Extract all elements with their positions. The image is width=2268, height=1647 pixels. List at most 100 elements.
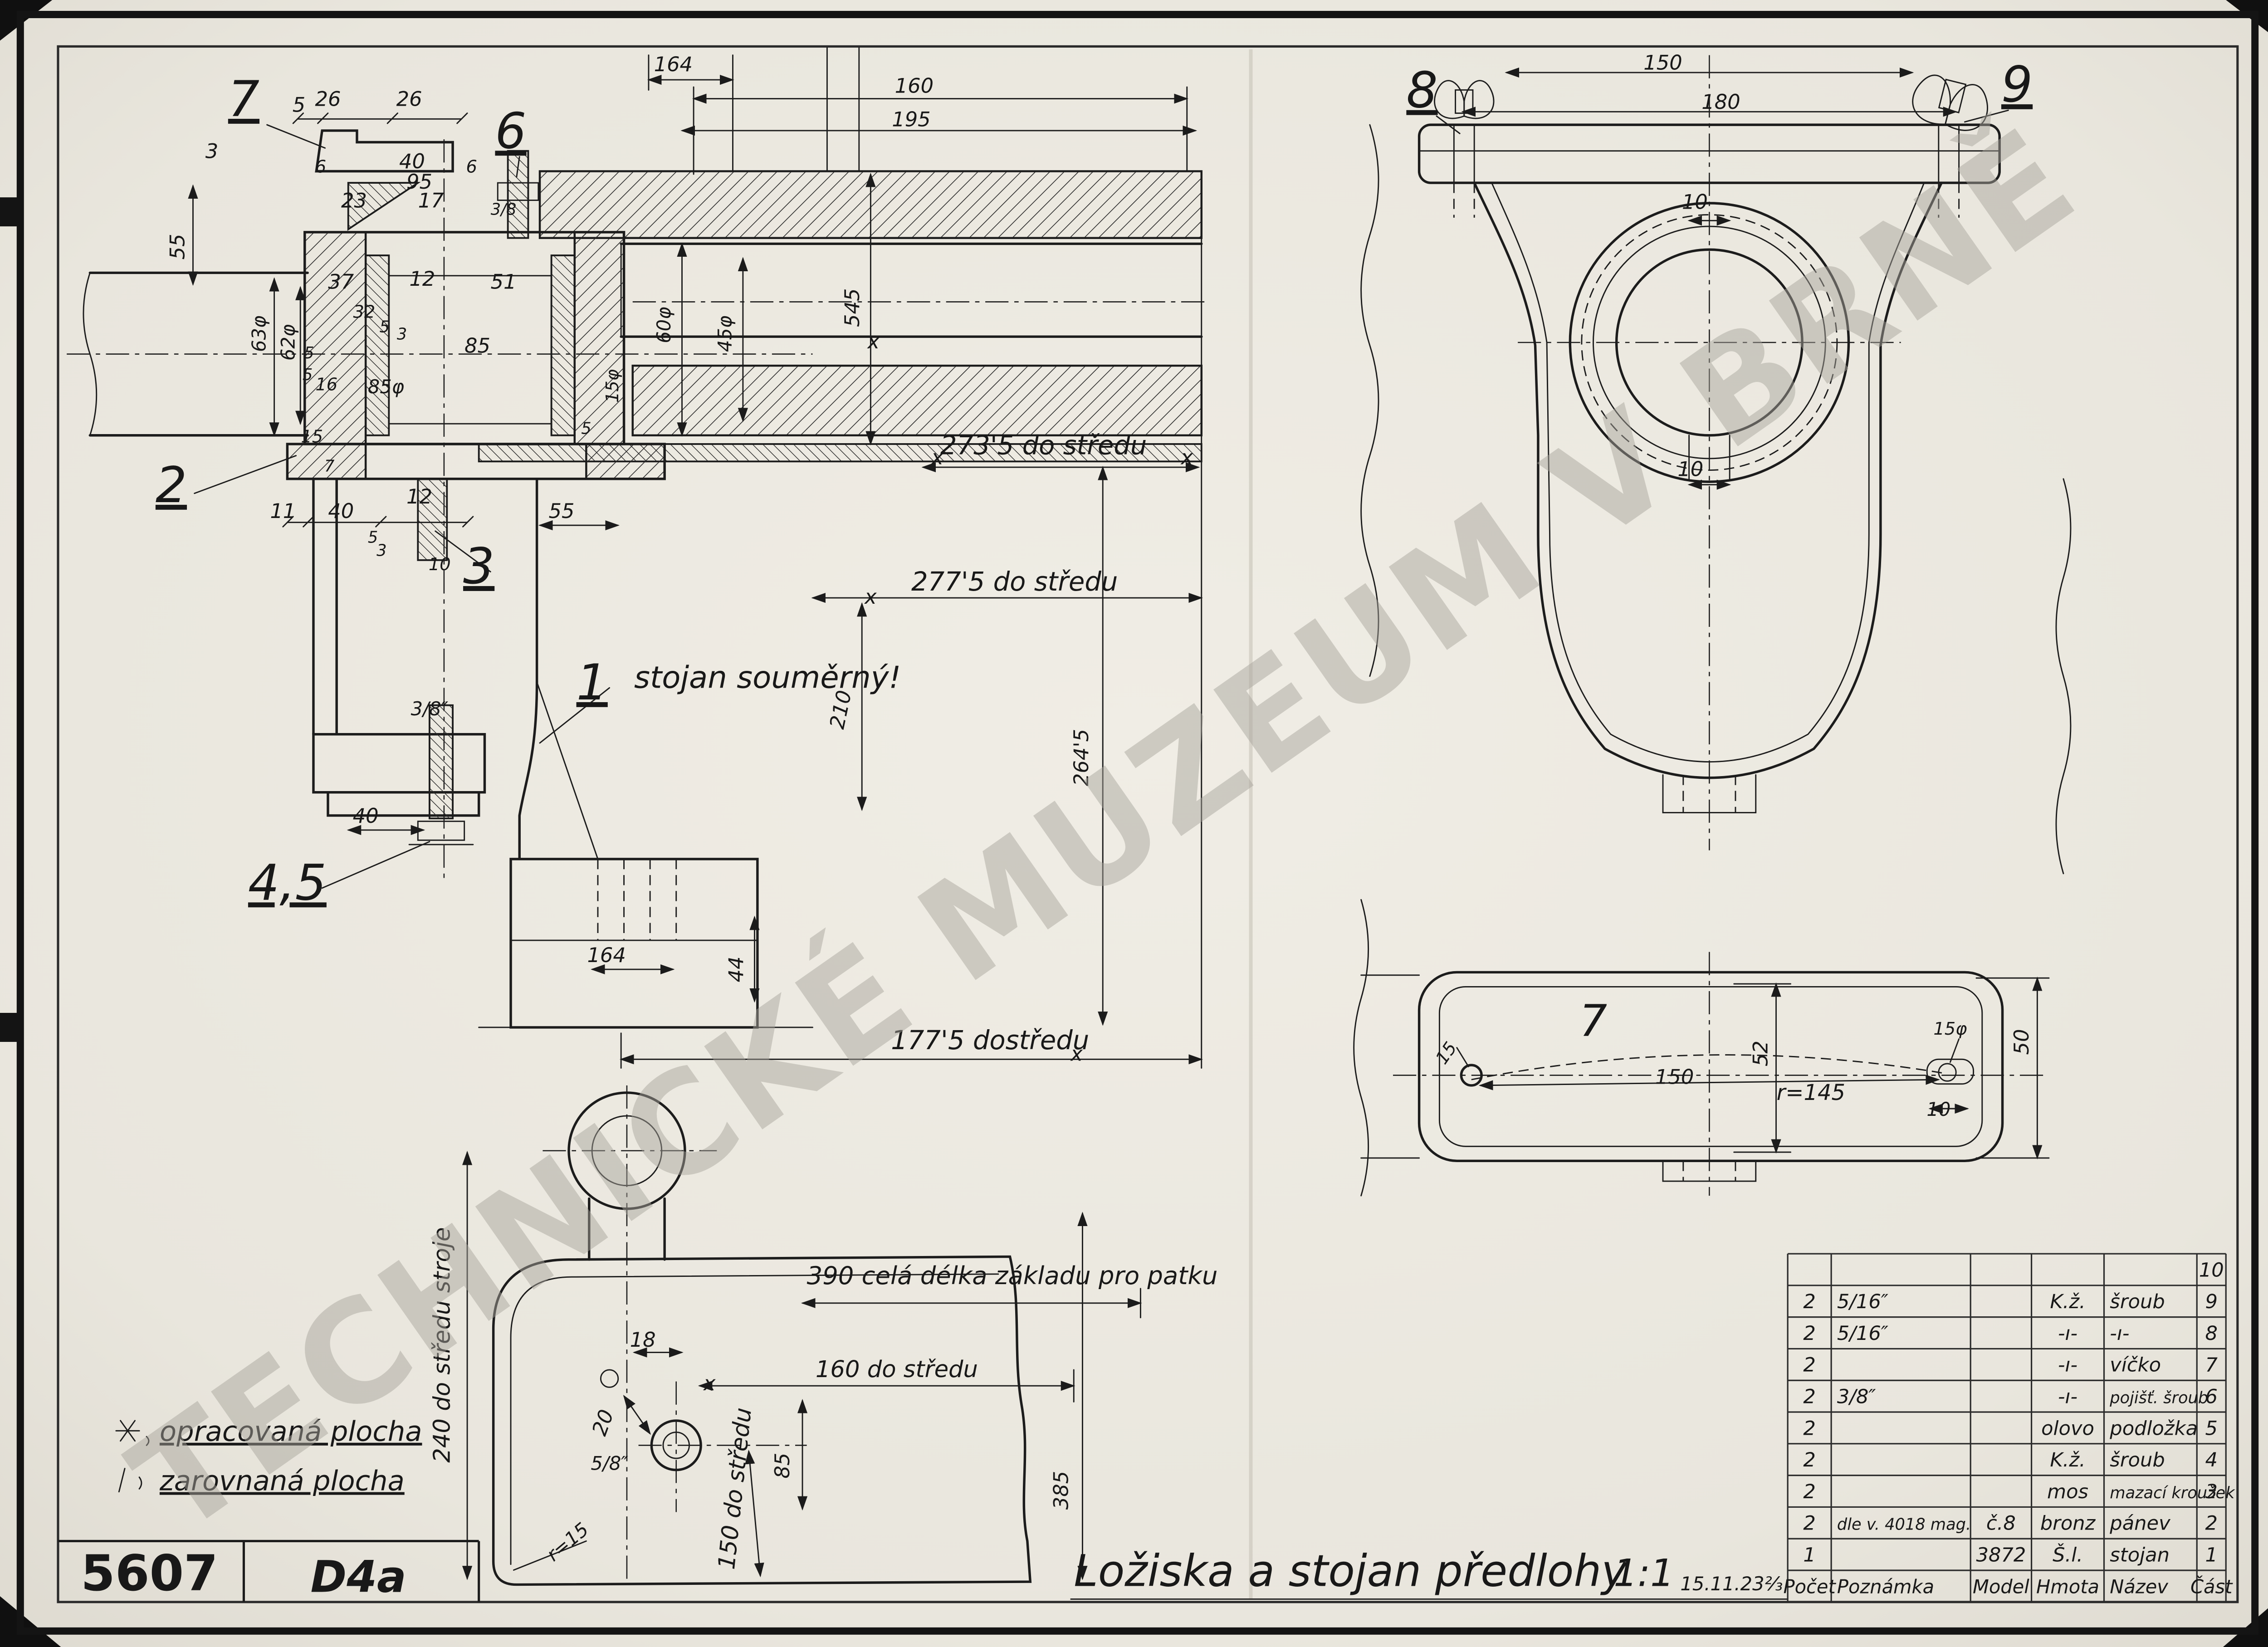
parts-table-cell: mos — [2047, 1481, 2088, 1503]
dimension-label: 5 — [380, 318, 390, 337]
dimension-label: 44 — [724, 957, 748, 982]
parts-table-cell: víčko — [2110, 1354, 2161, 1377]
dimension-label: 6 — [315, 157, 326, 177]
parts-table-cell: -ı- — [2058, 1354, 2077, 1377]
surface-mark: x — [1070, 1042, 1083, 1066]
dimension-label: 32 — [353, 302, 376, 323]
parts-table-cell: stojan — [2110, 1544, 2170, 1566]
parts-table-cell: šroub — [2110, 1449, 2165, 1471]
dimension-note: stojan souměrný! — [634, 660, 901, 695]
dimension-label: 150 — [1643, 51, 1682, 75]
parts-table-cell: 4 — [2205, 1449, 2218, 1471]
dimension-label: 7 — [324, 457, 335, 476]
dimension-label: 40 — [353, 804, 379, 828]
dimension-label: 85φ — [368, 376, 404, 398]
parts-table-cell: 7 — [2205, 1354, 2218, 1377]
dimension-note: 390 celá délka základu pro patku — [807, 1261, 1218, 1290]
parts-table-header: Poznámka — [1837, 1575, 1934, 1598]
part-callout: 6 — [495, 102, 526, 160]
part-callout: 8 — [1406, 62, 1437, 119]
dimension-label: 164 — [654, 52, 693, 76]
parts-table-cell: šroub — [2110, 1290, 2165, 1313]
dimension-label: 55 — [165, 234, 189, 259]
parts-table-cell: 5 — [2205, 1417, 2218, 1440]
dimension-label: 40 — [328, 499, 354, 523]
dimension-label: 85 — [770, 1453, 794, 1479]
dimension-label: 3 — [205, 139, 218, 163]
dimension-note: 160 do středu — [816, 1356, 978, 1383]
dimension-label: 5/8″ — [591, 1452, 628, 1475]
parts-table-cell: 3872 — [1976, 1544, 2026, 1566]
parts-table-cell: 1 — [1803, 1544, 1815, 1566]
parts-table-cell: Š.l. — [2053, 1543, 2083, 1566]
surface-mark: x — [930, 445, 943, 469]
dimension-label: 26 — [396, 87, 422, 111]
surface-mark: x — [1180, 445, 1193, 469]
dimension-label: 5 — [304, 344, 314, 362]
dimension-label: 3/8″ — [411, 698, 449, 720]
dimension-label: 3 — [397, 325, 407, 344]
parts-table-cell: 2 — [1803, 1449, 1815, 1471]
signature-mark: ⅔ — [1765, 1573, 1783, 1595]
dimension-label: 385 — [1049, 1471, 1073, 1510]
surface-mark: x — [867, 329, 880, 353]
parts-table-cell: -ı- — [2058, 1322, 2077, 1345]
dimension-label: 26 — [315, 87, 341, 111]
parts-table-cell: pojišť. šroub — [2109, 1388, 2208, 1407]
dimension-label: 52 — [1748, 1041, 1772, 1066]
parts-table-cell: K.ž. — [2050, 1290, 2085, 1313]
part-callout: 7 — [228, 70, 259, 128]
dimension-label: 15φ — [602, 369, 623, 403]
dimension-label: 6 — [466, 157, 477, 177]
parts-table-cell: pánev — [2109, 1512, 2171, 1535]
dimension-label: 18 — [630, 1328, 656, 1352]
dimension-label: 180 — [1701, 90, 1740, 114]
parts-table-cell: olovo — [2041, 1417, 2094, 1440]
dimension-label: 12 — [406, 484, 432, 508]
dimension-label: 11 — [270, 499, 296, 523]
parts-table-header: Část — [2190, 1575, 2233, 1598]
dimension-label: 12 — [409, 267, 435, 291]
parts-table-header: Model — [1973, 1575, 2029, 1598]
parts-table-cell: -ı- — [2058, 1385, 2077, 1408]
dimension-label: 545 — [840, 288, 864, 327]
part-callout: 1 — [577, 654, 608, 711]
bushing-section — [366, 255, 389, 435]
parts-table-cell: bronz — [2040, 1512, 2096, 1535]
dimension-label: 150 — [1655, 1065, 1694, 1089]
dimension-label: 15φ — [1933, 1019, 1967, 1039]
parts-table-cell: 1 — [2205, 1544, 2218, 1566]
surface-mark: x — [864, 585, 877, 609]
dimension-label: 17 — [418, 188, 444, 212]
dimension-label: 10 — [429, 554, 451, 575]
parts-table-cell: K.ž. — [2050, 1449, 2085, 1471]
parts-table-cell: 5/16″ — [1837, 1290, 1888, 1313]
part-callout: 3 — [463, 538, 494, 595]
part-callout: 7 — [1579, 996, 1607, 1046]
dimension-label: 37 — [328, 270, 354, 294]
dimension-label: 16 — [315, 375, 337, 395]
parts-table-cell: podložka — [2109, 1417, 2198, 1440]
dimension-label: 63φ — [248, 316, 270, 352]
dimension-label: 85 — [464, 333, 490, 357]
part-callout: 2 — [156, 456, 187, 514]
parts-table-header: Počet — [1783, 1575, 1836, 1598]
sheet-code: D4a — [311, 1551, 406, 1602]
dimension-label: 5 — [293, 93, 305, 117]
parts-table-cell: 2 — [1803, 1322, 1815, 1345]
dimension-note: 273'5 do středu — [940, 430, 1147, 460]
parts-table-cell: 3 — [2205, 1481, 2218, 1503]
parts-table-header: Hmota — [2036, 1575, 2099, 1598]
parts-table-cell: 2 — [1803, 1290, 1815, 1313]
parts-table-cell: 2 — [1803, 1354, 1815, 1377]
dimension-label: 50 — [2009, 1029, 2033, 1055]
dimension-note: 277'5 do středu — [911, 567, 1118, 597]
dimension-label: 15 — [301, 427, 323, 447]
dimension-label: 55 — [549, 499, 575, 523]
parts-table-cell: 2 — [1803, 1481, 1815, 1503]
dimension-label: 60φ — [653, 307, 675, 343]
parts-table-cell: 2 — [1803, 1385, 1815, 1408]
dimension-label: 10 — [1926, 1098, 1950, 1120]
